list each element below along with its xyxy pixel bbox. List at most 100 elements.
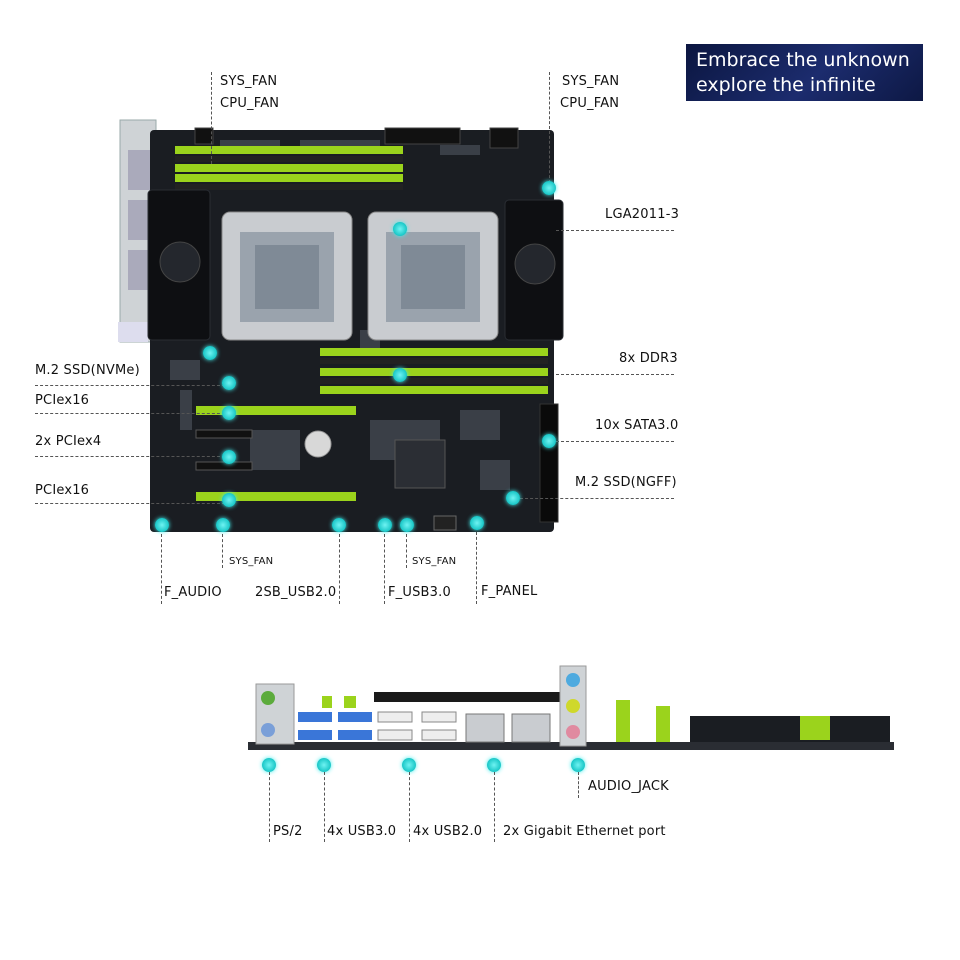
dimm-slots-lower [320,348,548,394]
usb30-port [338,730,372,740]
leader-line [222,534,223,568]
label-cpu-fan-left: CPU_FAN [220,96,280,111]
cpu-socket-1 [221,211,353,341]
leader-line [324,772,325,842]
audio-jack-pink [566,725,580,739]
ethernet-port [465,713,505,743]
callout-dot [393,368,407,382]
cmos-battery [304,430,332,458]
callout-dot [470,516,484,530]
audio-jack-blue [566,673,580,687]
callout-dot [393,222,407,236]
usb30-port [298,712,332,722]
io-port-block [118,322,148,342]
ps2-purple [261,723,275,737]
fan-left [159,241,201,283]
label-usb20-header: 2SB_USB2.0 [255,585,337,600]
leader-line [549,72,550,188]
power-connector [489,127,519,149]
label-usb30-ports: 4x USB3.0 [327,824,397,839]
leader-line [520,498,674,499]
usb20-port [421,711,457,723]
label-pcie16-top: PCIex16 [35,393,90,408]
label-sys-fan-left: SYS_FAN [220,74,278,89]
pcie-x4-slot [195,461,253,471]
pcie-x16-slot-top [196,406,356,415]
callout-dot [216,518,230,532]
usb20-port [377,729,413,741]
audio-jack-green [566,699,580,713]
fan-right [514,243,556,285]
label-sys-fan-b: SYS_FAN [412,556,457,567]
callout-dot [542,181,556,195]
leader-line [339,534,340,604]
callout-dot [487,758,501,772]
label-pcie16-bottom: PCIex16 [35,483,90,498]
debug-led [433,515,457,531]
rear-io-illustration [248,665,894,750]
callout-dot [317,758,331,772]
io-port-block [128,150,150,190]
label-usb20-ports: 4x USB2.0 [413,824,483,839]
callout-dot [222,376,236,390]
green-part [322,696,332,708]
leader-line [556,230,674,231]
label-cpu-fan-right: CPU_FAN [560,96,620,111]
callout-dot [400,518,414,532]
callout-dot [203,346,217,360]
callout-dot [378,518,392,532]
label-ddr: 8x DDR3 [619,351,678,366]
leader-line [494,772,495,842]
promo-banner: Embrace the unknown explore the infinite [686,44,923,101]
leader-line [384,534,385,604]
chipset-heatsink [394,439,446,489]
leader-line [409,772,410,842]
callout-dot [506,491,520,505]
label-m2-ngff: M.2 SSD(NGFF) [575,475,677,490]
sata-ports [539,403,559,523]
ethernet-port [511,713,551,743]
callout-dot [332,518,346,532]
callout-dot [222,406,236,420]
leader-line [35,385,225,386]
io-black-bar [374,692,564,702]
label-f-panel: F_PANEL [481,584,538,599]
callout-dot [262,758,276,772]
cpu-socket-2 [367,211,499,341]
usb20-port [377,711,413,723]
leader-line [35,503,225,504]
leader-line [556,441,674,442]
callout-dot [222,493,236,507]
board-components [690,716,890,742]
label-sys-fan-a: SYS_FAN [229,556,274,567]
leader-line [161,534,162,604]
leader-line [211,72,212,164]
ps2-bracket [255,683,295,745]
ps2-green [261,691,275,705]
leader-line [476,532,477,604]
callout-dot [402,758,416,772]
label-pcie4: 2x PCIex4 [35,434,102,449]
usb20-port [421,729,457,741]
dimm-slots-top [175,146,403,190]
leader-line [35,413,225,414]
leader-line [269,772,270,842]
green-part [656,706,670,742]
banner-line-1: Embrace the unknown [696,49,910,71]
label-ps2: PS/2 [273,824,303,839]
leader-line [35,456,225,457]
green-part [616,700,630,742]
leader-line [556,374,674,375]
pcie-x4-slot [195,429,253,439]
label-f-audio: F_AUDIO [164,585,222,600]
label-audio-jack: AUDIO_JACK [588,779,669,794]
green-part [344,696,356,708]
label-ethernet: 2x Gigabit Ethernet port [503,824,666,839]
label-socket: LGA2011-3 [605,207,680,222]
label-f-usb30: F_USB3.0 [388,585,451,600]
callout-dot [542,434,556,448]
green-part [800,716,830,740]
label-sata: 10x SATA3.0 [595,418,679,433]
usb30-port [338,712,372,722]
